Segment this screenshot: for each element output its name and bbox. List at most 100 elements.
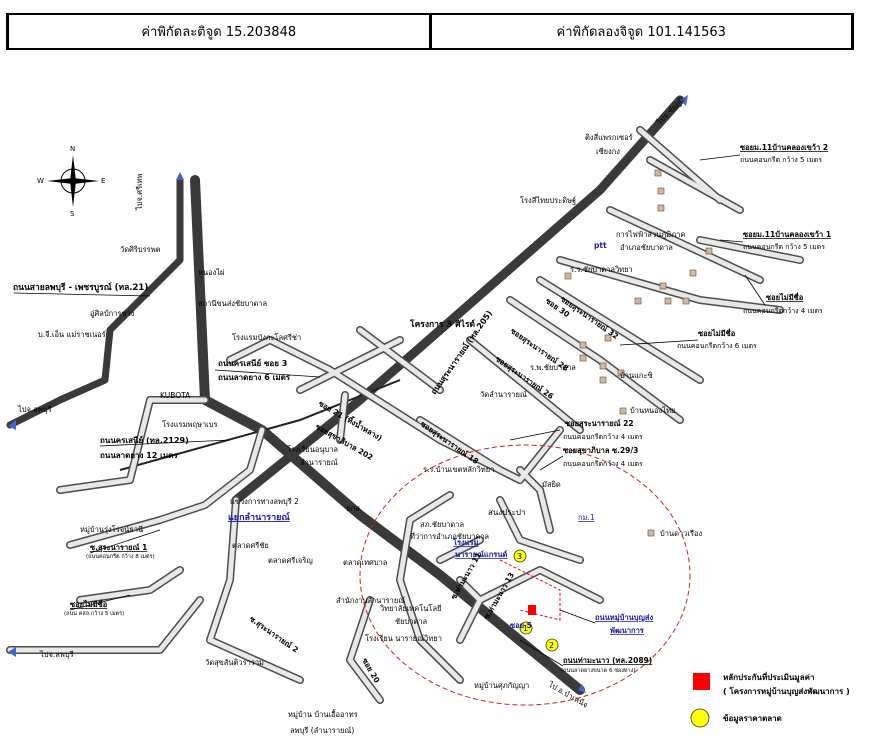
label-km1: กม.1 [578, 513, 595, 522]
label-ban-jeet2: ลพบุรี (ลำนารายณ์) [290, 726, 354, 735]
label-lamnarai: ลำนารายณ์ [300, 458, 338, 467]
label-lupsin: อู่ศิลป์การช่าง [90, 309, 135, 318]
local-roads-inner [7, 127, 803, 703]
label-wat-pranan: หมู่บ้านรุ่งโรจน์ธานี [80, 525, 143, 534]
label-market2: แขวงการทางลพบุรี 2 [230, 497, 299, 506]
label-ban-nong: บ้านหนองไทย [630, 406, 675, 415]
label-to-sisaket: ไปจ.ศรีเทพ [135, 173, 144, 211]
label-soi-bnk2-sub: ถนนคอนกรีต กว้าง 5 เมตร [740, 156, 822, 164]
label-hotel-narai: โรงแรม [452, 537, 479, 547]
label-school-ban: ร.ร.บ้านเขตหลักวิทยา [423, 465, 494, 474]
label-soi29-sub: ถนนคอนกรีตกว้าง 4 เมตร [563, 460, 643, 468]
label-market-sri: ตลาดศรีชัย [232, 541, 269, 550]
label-soi22-sub: ถนนคอนกรีตกว้าง 4 เมตร [563, 433, 643, 441]
label-school-chai: ร.ร.ชัยบาดาลวิทยา [570, 265, 633, 274]
label-yaek-lamnarai: แยกลำนารายณ์ [228, 511, 290, 523]
label-bank2: สำนักงานลำนารายณ์ [336, 596, 405, 605]
label-hospital: ร.พ.ชัยบาดาล [530, 363, 576, 372]
label-soi-no-name-sub: (ถนน คสล.กว้าง 5 เมตร) [64, 610, 124, 617]
compass-n: N [70, 145, 75, 153]
label-soi29: ซอยสุขาภิบาล ซ.29/3 [563, 446, 638, 455]
label-to-chaiyaphum: ไปจ.ชัยภูมิ [654, 95, 686, 127]
label-soi-no-name-e2: ซอยไม่มีชื่อ [698, 327, 735, 338]
market-point-2-label: 2 [549, 641, 554, 650]
label-soi-suranarai1: ซ.สุระนารายณ์ 1 [90, 543, 147, 552]
label-ban-suk: หมู่บ้านศุภกัญญา [474, 681, 529, 690]
label-to-lopburi-sw: ไปจ.ลพบุรี [39, 650, 74, 659]
label-market-muang: ตลาดเทศบาล [343, 558, 387, 567]
market-point-3-label: 3 [517, 552, 522, 561]
label-district: ที่ว่าการอำเภอชัยบาดาล [410, 531, 489, 541]
legend-market-swatch [690, 708, 710, 728]
label-hotel-kubota: โรงแรมพฤษาเบร [162, 420, 218, 429]
house-markers [564, 169, 713, 537]
callout-lines [13, 154, 766, 667]
label-pea2: อำเภอชัยบาดาล [620, 243, 673, 252]
label-hotel-narai2: นารายณ์แกรนด์ [455, 550, 507, 559]
label-school-nary: โรงเรียน นารายณ์วิทยา [365, 634, 442, 643]
compass-s: S [70, 210, 75, 218]
radius-circle [359, 444, 691, 706]
label-road-mu-ban: ถนนหมู่บ้านบุญส่ง [595, 613, 654, 623]
label-road2089-sub: (ถนนลาดยางขนาด 6 ช่องทาง) [561, 667, 635, 674]
label-ban-jeet: หมู่บ้าน บ้านเอื้ออาทร [288, 709, 358, 719]
legend-subject-swatch [693, 673, 710, 690]
label-kmmn: ติงสี่แพรกเซอร์ [585, 132, 633, 142]
label-road21: ถนนสายลพบุรี - เพชรบูรณ์ (ทล.21) [13, 282, 148, 293]
label-soi-no-name-e2-sub: ถนนคอนกรีตกว้าง 6 เมตร [677, 342, 757, 350]
label-school-anuban: โรงเรียนอนุบาล [287, 445, 338, 454]
label-kubota: KUBOTA [160, 391, 191, 400]
market-points: 3 1 2 [513, 549, 559, 652]
label-sathani: สถานีขนส่งชัยบาดาล [198, 299, 267, 308]
label-to-lopburi: ไปจ.ลพบุรี [17, 405, 52, 414]
legend-collateral-label2: ( โครงการหมู่บ้านบุญส่งพัฒนาการ ) [723, 686, 850, 697]
label-soi-bnk2: ซอยม.11บ้านคลองเขว้า 2 [740, 143, 828, 152]
coordinates-header: ค่าพิกัดละติจูด 15.203848 ค่าพิกัดลองจิจ… [6, 13, 854, 50]
label-ban-dao: บ้านดาวเรือง [660, 529, 702, 538]
label-project-3sri: โครงการ 3 ศิไรด์ [409, 319, 476, 330]
label-khonsri-2129: ถนนครเสนีย์ (ทล.2129) [100, 435, 189, 445]
subject-property [499, 559, 561, 621]
label-bj: บ.จี.เอ็น แม่ราชเนอร์ [38, 329, 106, 339]
label-soi-suranarai1-sub: (ถนนคอนกรีต กว้าง 8 เมตร) [86, 553, 155, 560]
legend: หลักประกันที่ประเมินมูลค่า ( โครงการหมู่… [690, 671, 850, 728]
label-police: สภ.ชัยบาดาล [420, 520, 464, 529]
label-wat-lamnarai: วัดลำนารายณ์ [480, 390, 527, 399]
compass-e: E [101, 177, 105, 185]
label-soi22: ซอยสุระนารายณ์ 22 [565, 419, 634, 428]
label-college2: ชัยบาดาล [395, 617, 427, 626]
label-width6: ถนนลาดยาง 6 เมตร [218, 373, 291, 382]
latitude-label: ค่าพิกัดละติจูด 15.203848 [6, 15, 429, 48]
label-wat-sri: วัดศิริบรรพต [120, 245, 161, 254]
label-sanongprapa: สนงประปา [488, 508, 526, 517]
label-hotel: โรงแรมบังกะโลศรีช่า [232, 333, 301, 342]
compass-w: W [37, 177, 44, 185]
label-market-sri2: ตลาดศรีเจริญ [268, 556, 313, 565]
compass-icon: N S E W [37, 145, 105, 218]
label-ban-khu: บ้านแกะซิ [620, 371, 653, 380]
highway-205 [6, 95, 685, 695]
direction-arrows [8, 95, 688, 693]
label-nongsai: หนองไผ่ [198, 268, 224, 277]
label-khonsri-soi3: ถนนครเสนีย์ ซอย 3 [218, 358, 287, 368]
label-masjid: มัสยิด [542, 480, 561, 489]
label-ptt: ptt [594, 241, 607, 250]
label-road2089: ถนนท่ามะนาว (ทล.2089) [563, 656, 652, 665]
label-rongsi: โรงสีไทยประดิษฐ์ [520, 196, 576, 205]
label-college: วิทยาลัยเทคโนโลยี [379, 604, 441, 613]
label-soi-no-name-e: ซอยไม่มีชื่อ [766, 291, 803, 302]
label-soi-suranarai2: ซ.สุระนารายณ์ 2 [248, 614, 300, 654]
label-width12: ถนนลาดยาง 12 เมตร [100, 451, 178, 460]
label-soi-no-name-e-sub: ถนนคอนกรีตกว้าง 4 เมตร [743, 307, 823, 315]
market-point-1-label: 1 [523, 624, 528, 633]
label-soi-bnk1-sub: ถนนคอนกรีต กว้าง 5 เมตร [743, 243, 825, 251]
longitude-label: ค่าพิกัดลองจิจูด 101.141563 [428, 15, 854, 48]
location-map: N S E W 3 1 2 ไปจ.ศรี [6, 95, 850, 735]
label-kmmn2: เซียงกง [596, 147, 620, 156]
legend-market-label: ข้อมูลราคาตลาด [723, 713, 782, 724]
label-soi5: ซอย 5 [510, 621, 532, 630]
label-soi-bnk1: ซอยม.11บ้านคลองเขว้า 1 [743, 230, 831, 239]
label-bank: ธกส. [346, 504, 362, 513]
label-road-mu-ban2: พัฒนาการ [610, 626, 645, 635]
legend-collateral-label: หลักประกันที่ประเมินมูลค่า [723, 671, 814, 683]
